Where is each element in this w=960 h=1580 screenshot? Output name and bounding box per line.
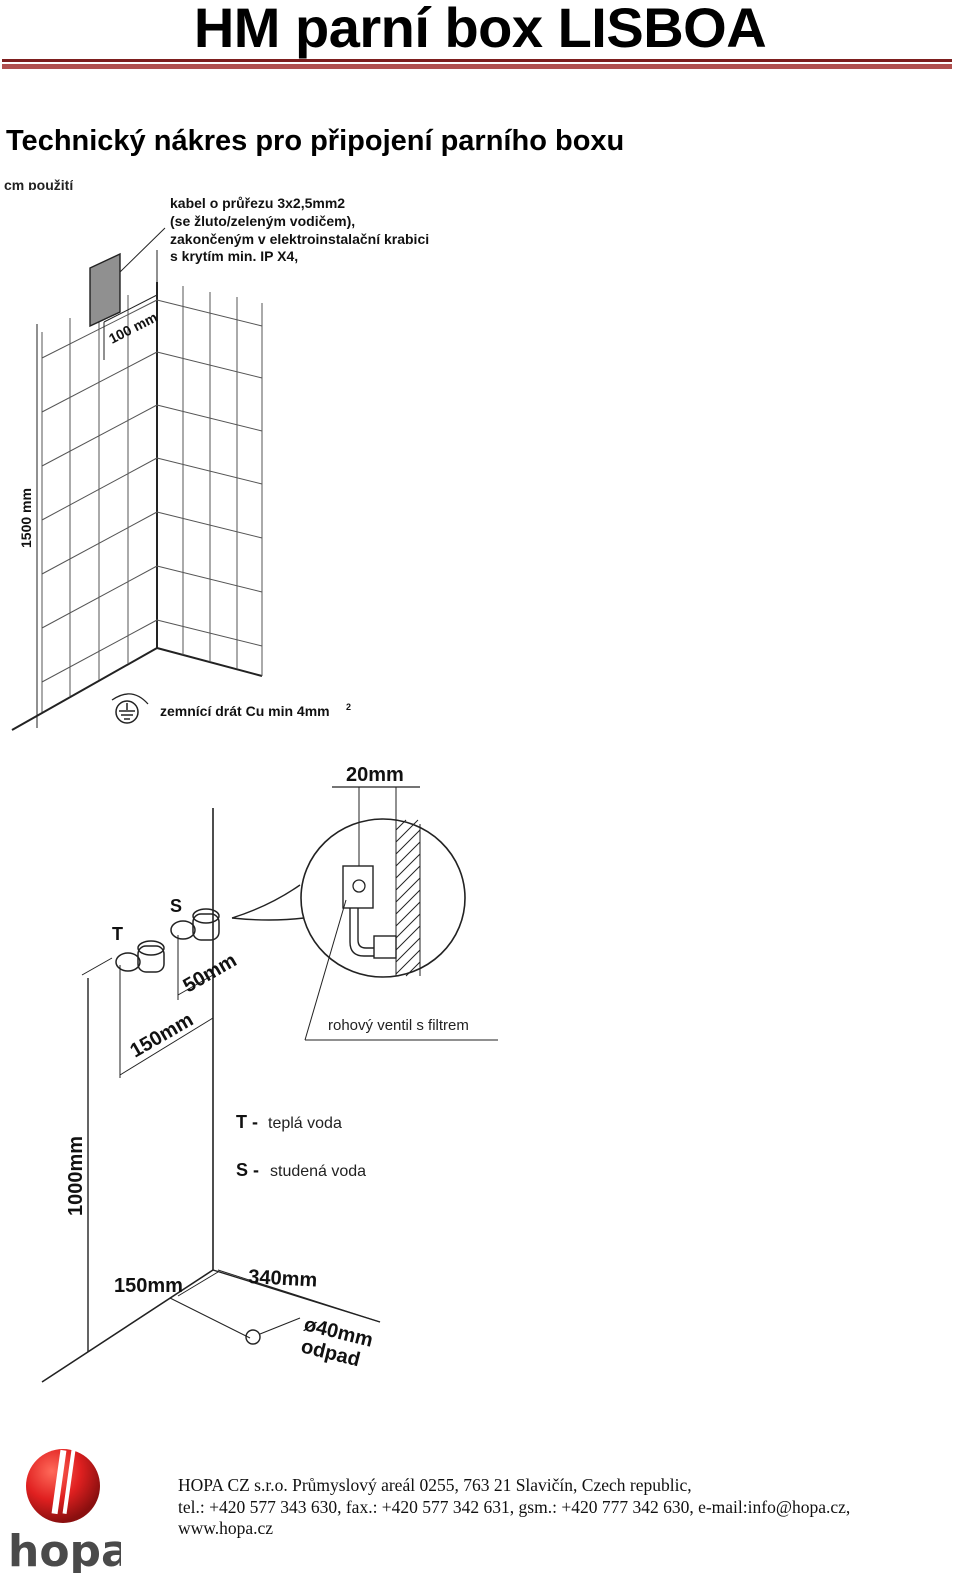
cable-label-line4: s krytím min. IP X4,	[170, 248, 298, 264]
ground-icon	[111, 693, 149, 724]
drawing-electrical	[11, 227, 263, 731]
footer-website: www.hopa.cz	[178, 1518, 274, 1538]
footer-contacts: tel.: +420 577 343 630, fax.: +420 577 3…	[178, 1496, 851, 1517]
company-footer: HOPA CZ s.r.o. Průmyslový areál 0255, 76…	[178, 1475, 850, 1540]
legend-T-text: teplá voda	[268, 1115, 342, 1132]
dimension-150mm-lower: 150mm	[114, 1275, 183, 1297]
drawing-water	[41, 786, 498, 1383]
cable-label-line3: zakončeným v elektroinstalační krabici	[170, 231, 429, 247]
logo-wordmark: hopa	[8, 1526, 121, 1573]
page-title: HM parní box LISBOA	[193, 0, 767, 59]
dimension-50mm: 50mm	[180, 949, 241, 997]
dimension-150mm-upper: 150mm	[127, 1009, 198, 1063]
dimension-20mm: 20mm	[346, 764, 404, 786]
valve-label-S: S	[170, 896, 182, 916]
footer-address: HOPA CZ s.r.o. Průmyslový areál 0255, 76…	[178, 1475, 692, 1495]
legend-T-key: T -	[236, 1112, 258, 1132]
hot-valve	[115, 940, 165, 973]
wall-hatch	[395, 819, 421, 977]
hopa-logo: hopa	[8, 1449, 121, 1573]
valve-label-T: T	[112, 924, 123, 944]
dimension-340mm: 340mm	[248, 1266, 318, 1292]
cable-label-line2: (se žluto/zeleným vodičem),	[170, 213, 355, 229]
dimension-1500mm: 1500 mm	[18, 488, 34, 548]
cold-valve	[170, 908, 220, 941]
cable-label-line1: kabel o průřezu 3x2,5mm2	[170, 195, 345, 211]
ground-wire-superscript: 2	[346, 702, 351, 712]
header-rule-light	[2, 64, 952, 69]
drain-circle	[245, 1329, 261, 1345]
legend-S-key: S -	[236, 1160, 259, 1180]
legend-S-text: studená voda	[270, 1163, 366, 1180]
section-subtitle: Technický nákres pro připojení parního b…	[6, 125, 625, 157]
header-rule-dark	[2, 59, 952, 62]
ground-wire-label: zemnící drát Cu min 4mm	[160, 703, 330, 719]
logo-ball-icon	[26, 1449, 100, 1523]
angle-valve-label: rohový ventil s filtrem	[328, 1017, 469, 1034]
dimension-1000mm: 1000mm	[65, 1136, 87, 1216]
detail-circle	[300, 818, 466, 978]
junction-box	[89, 252, 121, 328]
cropped-text: cm použití	[4, 178, 74, 190]
